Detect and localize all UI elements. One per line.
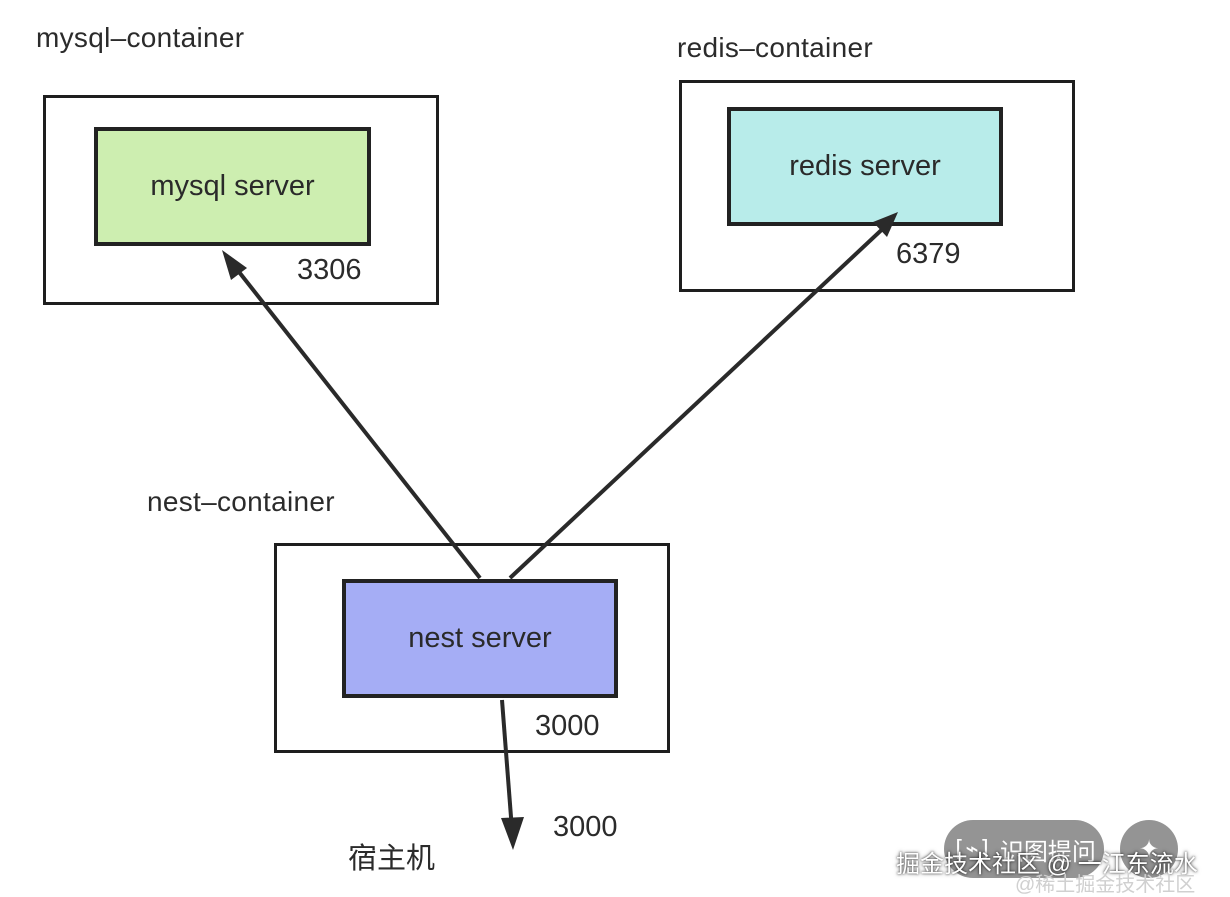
redis-port: 6379: [896, 238, 961, 270]
mysql-server-label: mysql server: [150, 170, 315, 202]
ai-assist-button[interactable]: ✦: [1120, 820, 1178, 878]
nest-to-mysql-arrow: [226, 256, 482, 580]
host-port: 3000: [553, 811, 618, 843]
mysql-server: mysql server: [94, 127, 371, 246]
image-question-button[interactable]: [⌁] 识图提问: [944, 820, 1104, 878]
nest-to-host-arrowhead: [501, 817, 524, 850]
mysql-port: 3306: [297, 254, 362, 286]
mysql-container-label: mysql–container: [36, 22, 245, 53]
redis-server: redis server: [727, 107, 1003, 226]
nest-server-label: nest server: [408, 622, 552, 654]
nest-server: nest server: [342, 579, 618, 698]
nest-to-mysql-arrowhead: [222, 250, 247, 280]
nest-port: 3000: [535, 710, 600, 742]
host-label: 宿主机: [348, 843, 436, 875]
nest-container-label: nest–container: [147, 486, 335, 517]
scan-icon: [⌁]: [952, 836, 992, 862]
nest-to-host-arrow: [500, 699, 514, 831]
watermark: 掘金技术社区 @ 一江东流水: [896, 851, 1198, 878]
redis-server-label: redis server: [789, 150, 941, 182]
sparkle-icon: ✦: [1138, 835, 1160, 863]
nest-to-redis-arrow: [508, 220, 892, 580]
redis-container-label: redis–container: [677, 32, 873, 63]
watermark-secondary: @稀土掘金技术社区: [1015, 874, 1196, 896]
image-question-label: 识图提问: [999, 838, 1096, 866]
nest-to-redis-arrowhead: [873, 212, 898, 237]
